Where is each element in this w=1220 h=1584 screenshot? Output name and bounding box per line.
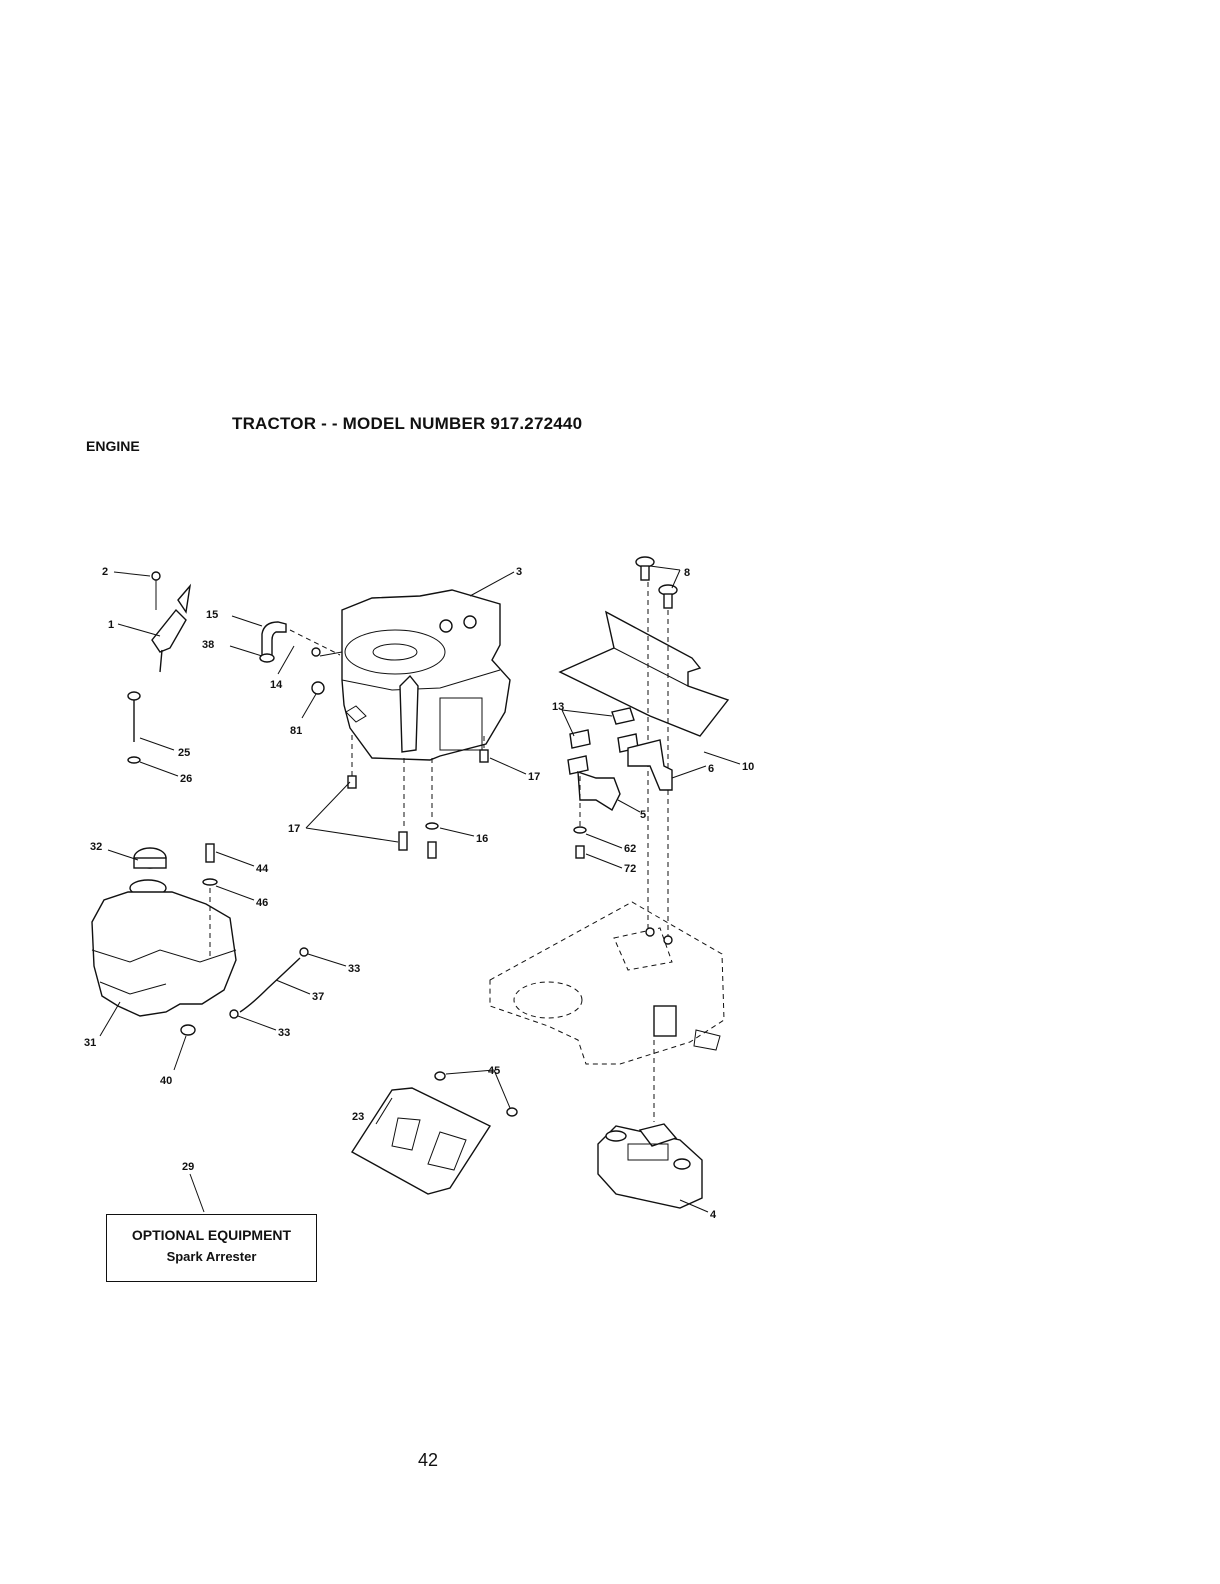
- callout-81: 81: [290, 725, 302, 737]
- callout-45: 45: [488, 1065, 500, 1077]
- callout-62: 62: [624, 843, 636, 855]
- fuel-tank-part: [91, 843, 237, 1036]
- callout-14: 14: [270, 679, 283, 691]
- page-number: 42: [418, 1450, 439, 1470]
- callout-8: 8: [684, 567, 690, 579]
- callout-15: 15: [206, 609, 218, 621]
- optional-equipment-item: Spark Arrester: [166, 1249, 257, 1264]
- muffler-part: [597, 1123, 703, 1209]
- callout-2: 2: [102, 566, 108, 578]
- engine-bolts-part: [347, 735, 489, 859]
- callout-23: 23: [352, 1111, 364, 1123]
- callout-labels: 1 2 3 4 5 6 8 10 13 14 15 16 17 17 23 25…: [84, 566, 754, 1221]
- callout-32: 32: [90, 841, 102, 853]
- callout-33a: 33: [348, 963, 360, 975]
- callout-1: 1: [108, 619, 114, 631]
- throttle-bracket-part: [151, 571, 192, 673]
- callout-26: 26: [180, 773, 192, 785]
- callout-4: 4: [710, 1209, 717, 1221]
- callout-40: 40: [160, 1075, 172, 1087]
- callout-3: 3: [516, 566, 522, 578]
- callout-29: 29: [182, 1161, 194, 1173]
- callout-17a: 17: [288, 823, 300, 835]
- callout-5: 5: [640, 809, 646, 821]
- callout-13: 13: [552, 701, 564, 713]
- mounting-plate-part: [351, 1071, 518, 1195]
- optional-equipment-title: OPTIONAL EQUIPMENT: [131, 1227, 292, 1243]
- callout-38: 38: [202, 639, 214, 651]
- callout-44: 44: [256, 863, 269, 875]
- exhaust-pipe-part: [567, 707, 673, 859]
- callout-37: 37: [312, 991, 324, 1003]
- callout-31: 31: [84, 1037, 96, 1049]
- heat-shield-part: [558, 610, 730, 737]
- elbow-fitting-part: [259, 621, 341, 695]
- callout-25: 25: [178, 747, 190, 759]
- engine-part: [341, 589, 511, 761]
- callout-72: 72: [624, 863, 636, 875]
- section-heading: ENGINE: [86, 438, 140, 454]
- pin-part: [127, 691, 141, 764]
- callout-33b: 33: [278, 1027, 290, 1039]
- callout-46: 46: [256, 897, 268, 909]
- callout-16: 16: [476, 833, 488, 845]
- page-title: TRACTOR - - MODEL NUMBER 917.272440: [232, 414, 583, 433]
- leader-lines: [99, 565, 741, 1213]
- engine-frame-part: [489, 901, 725, 1122]
- callout-10: 10: [742, 761, 754, 773]
- optional-equipment-box: OPTIONAL EQUIPMENT Spark Arrester: [106, 1214, 317, 1282]
- callout-6: 6: [708, 763, 714, 775]
- callout-17b: 17: [528, 771, 540, 783]
- fuel-line-part: [229, 947, 309, 1019]
